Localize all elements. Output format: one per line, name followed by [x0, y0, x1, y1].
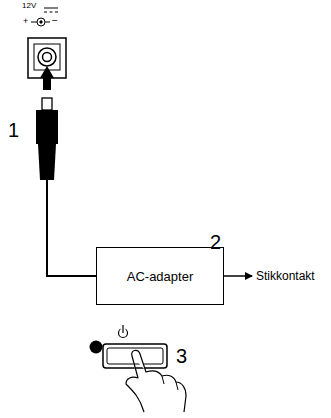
dc-plug — [36, 98, 58, 180]
cable — [47, 180, 96, 276]
adapter-box: AC-adapter — [96, 247, 224, 305]
dc-jack — [28, 38, 66, 90]
polarity-symbol — [31, 18, 50, 26]
dc-symbol — [44, 8, 58, 12]
box-label: AC-adapter — [127, 269, 193, 284]
callout-number: 3 — [176, 346, 187, 366]
voltage-label: 12V — [22, 2, 36, 10]
outlet-arrow — [224, 275, 252, 277]
callout-number: 1 — [8, 120, 19, 140]
outlet-label: Stikkontakt — [256, 270, 315, 282]
polarity-plus: + — [23, 17, 28, 26]
power-button — [90, 325, 168, 368]
polarity-minus: − — [52, 16, 58, 26]
callout-number: 2 — [210, 232, 221, 252]
